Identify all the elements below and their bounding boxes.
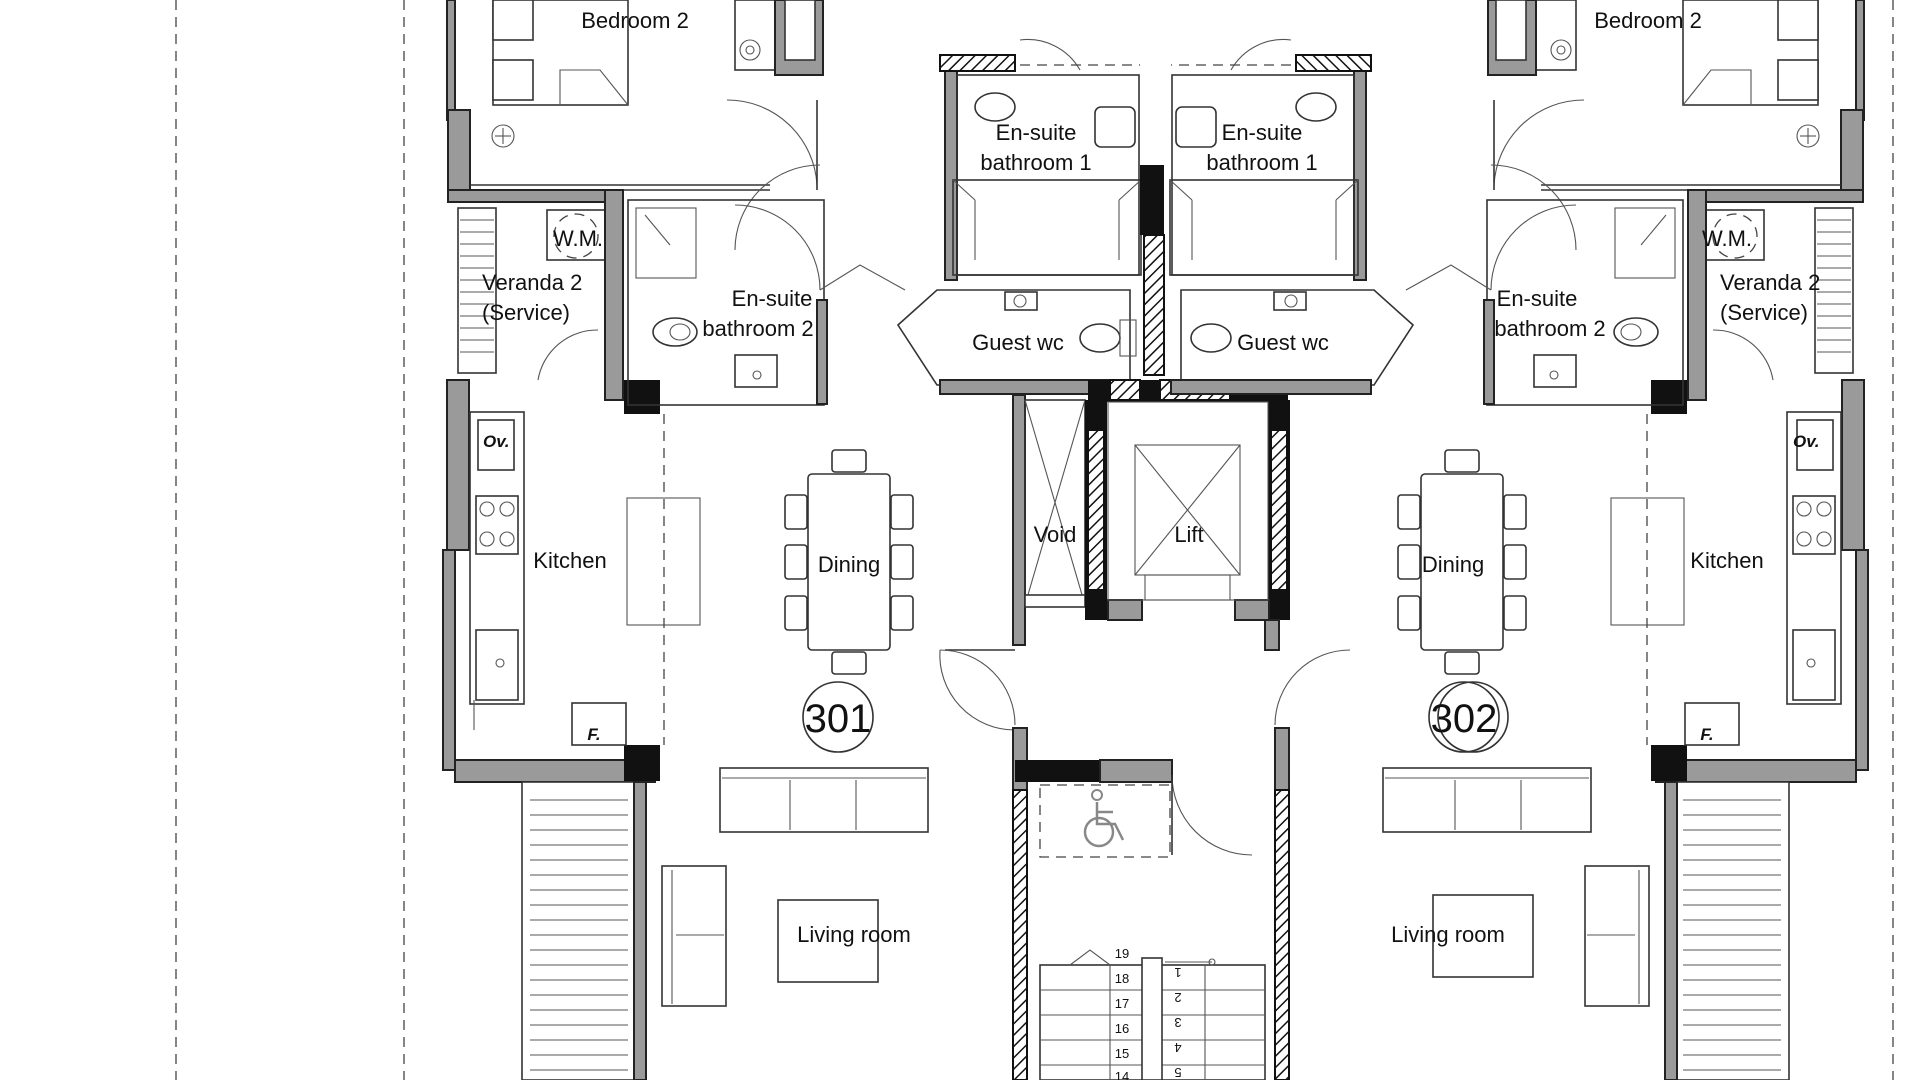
bedroom-2-label-left: Bedroom 2 (581, 8, 689, 33)
guest-wc-label-right: Guest wc (1237, 330, 1329, 355)
washing-machine-label-left: W.M. (553, 226, 603, 251)
lift-label: Lift (1174, 522, 1203, 547)
ensuite-2-label-right-line1: En-suite (1497, 286, 1578, 311)
stair-number: 19 (1115, 946, 1129, 961)
stair-number: 4 (1174, 1040, 1181, 1055)
core (939, 165, 1351, 1080)
bedroom-2-label-right: Bedroom 2 (1594, 8, 1702, 33)
guest-wc-label-left: Guest wc (972, 330, 1064, 355)
unit-label-302: 302 (1431, 697, 1498, 741)
veranda-label-left-line2: (Service) (482, 300, 570, 325)
oven-label-right: Ov. (1793, 432, 1819, 451)
ensuite-1-label-right-line1: En-suite (1222, 120, 1303, 145)
unit-label-301: 301 (805, 697, 872, 741)
stair-number: 2 (1174, 990, 1181, 1005)
dining-label-left: Dining (818, 552, 880, 577)
stair-number: 18 (1115, 971, 1129, 986)
kitchen-label-left: Kitchen (533, 548, 606, 573)
oven-label-left: Ov. (483, 432, 509, 451)
ensuite-2-label-left-line2: bathroom 2 (702, 316, 813, 341)
stair-number: 1 (1174, 965, 1181, 980)
ensuite-1-label-left-line1: En-suite (996, 120, 1077, 145)
wheelchair-icon (1083, 789, 1125, 848)
fridge-label-left: F. (587, 725, 600, 744)
unit-302 (1169, 0, 1869, 1080)
stair-number: 15 (1115, 1046, 1129, 1061)
ensuite-1-label-left-line2: bathroom 1 (980, 150, 1091, 175)
ensuite-2-label-left-line1: En-suite (732, 286, 813, 311)
stair-number: 3 (1174, 1015, 1181, 1030)
fridge-label-right: F. (1700, 725, 1713, 744)
living-room-label-left: Living room (797, 922, 911, 947)
kitchen-label-right: Kitchen (1690, 548, 1763, 573)
veranda-label-right-line1: Veranda 2 (1720, 270, 1820, 295)
living-room-label-right: Living room (1391, 922, 1505, 947)
dining-label-right: Dining (1422, 552, 1484, 577)
stair-number: 16 (1115, 1021, 1129, 1036)
stair-number: 5 (1174, 1065, 1181, 1080)
stair-number: 17 (1115, 996, 1129, 1011)
ensuite-2-label-right-line2: bathroom 2 (1494, 316, 1605, 341)
veranda-label-right-line2: (Service) (1720, 300, 1808, 325)
washing-machine-label-right: W.M. (1702, 226, 1752, 251)
stair-number: 14 (1115, 1069, 1129, 1080)
ensuite-1-label-right-line2: bathroom 1 (1206, 150, 1317, 175)
veranda-label-left-line1: Veranda 2 (482, 270, 582, 295)
void-label: Void (1034, 522, 1077, 547)
